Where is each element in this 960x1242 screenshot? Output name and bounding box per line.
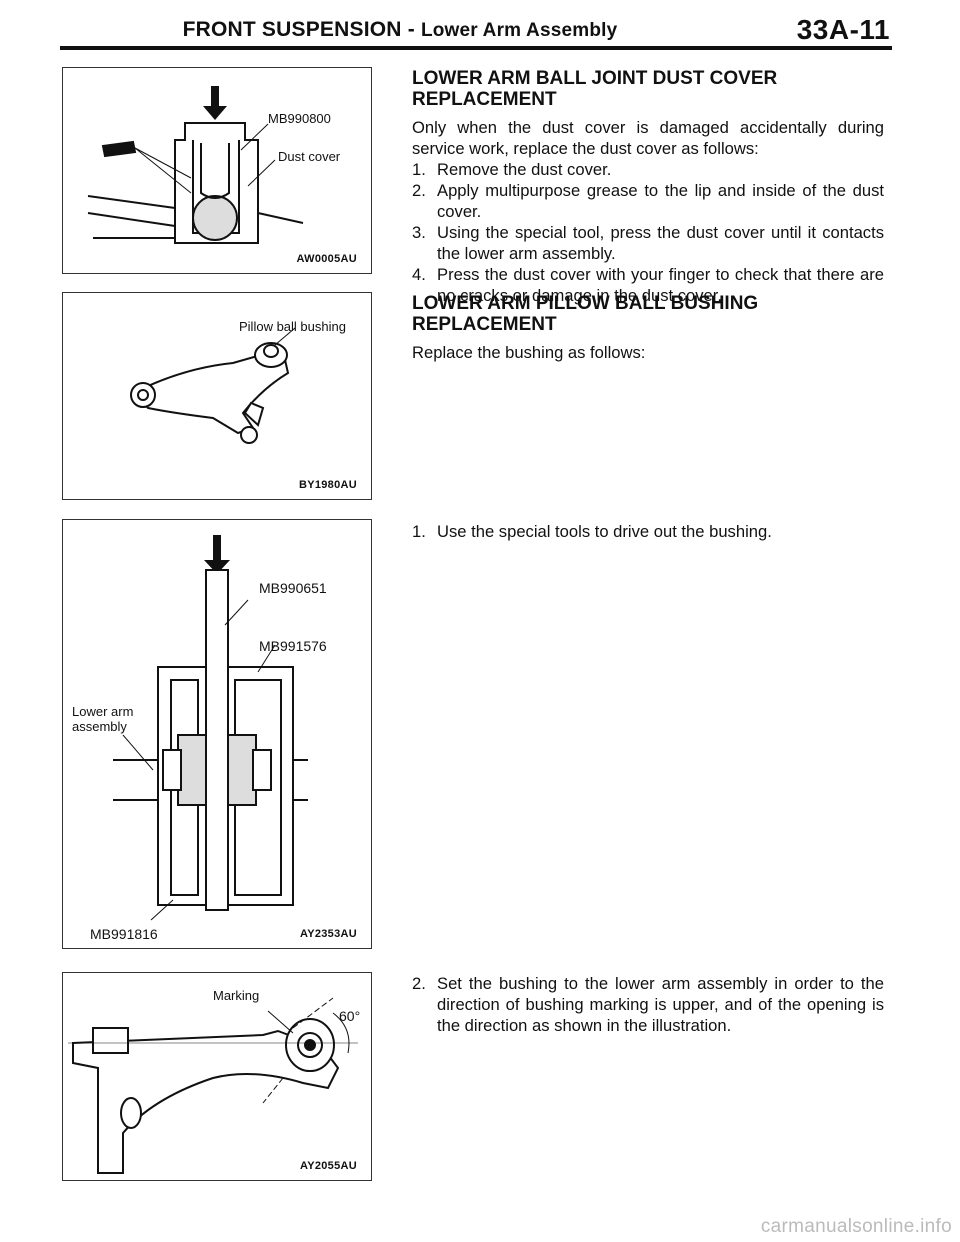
lower-arm-illustration	[130, 327, 296, 444]
section-heading: LOWER ARM PILLOW BALL BUSHING REPLACEMEN…	[412, 293, 759, 335]
list-item: 2.Set the bushing to the lower arm assem…	[412, 974, 884, 1035]
figure-pillow-ball-bushing: Pillow ball bushing BY1980AU	[62, 292, 372, 500]
label-pillow-ball-bushing: Pillow ball bushing	[239, 319, 346, 334]
figure-code: AY2055AU	[299, 1160, 357, 1172]
list-item: 3.Using the special tool, press the dust…	[412, 223, 884, 263]
label-mb991816: MB991816	[90, 926, 158, 942]
label-mb990651: MB990651	[259, 580, 327, 596]
header-separator: -	[407, 18, 415, 41]
dust-cover-illustration	[87, 86, 304, 244]
label-angle-60: 60°	[339, 1008, 361, 1024]
section-heading: LOWER ARM BALL JOINT DUST COVER REPLACEM…	[412, 68, 778, 110]
label-dust-cover: Dust cover	[278, 149, 341, 164]
header-rule	[60, 46, 892, 50]
section-pillow-ball-bushing-replacement: LOWER ARM PILLOW BALL BUSHING REPLACEMEN…	[412, 293, 884, 363]
page-number: 33A-11	[796, 14, 890, 45]
list-item: 1.Use the special tools to drive out the…	[412, 522, 772, 541]
figure-code: AW0005AU	[296, 253, 357, 265]
label-marking: Marking	[213, 988, 260, 1003]
section-title: FRONT SUSPENSION	[182, 18, 402, 41]
header-subtitle: Lower Arm Assembly	[420, 20, 618, 41]
section-intro: Replace the bushing as follows:	[412, 343, 646, 362]
page-header: FRONT SUSPENSION - Lower Arm Assembly 33…	[60, 14, 890, 46]
figure-code: AY2353AU	[299, 928, 357, 940]
special-tools-illustration	[113, 535, 308, 921]
figure-dust-cover: MB990800 Dust cover AW0005AU	[62, 67, 372, 274]
list-item: 1.Remove the dust cover.	[412, 160, 612, 179]
list-item: 2.Apply multipurpose grease to the lip a…	[412, 181, 884, 221]
section-dust-cover-replacement: LOWER ARM BALL JOINT DUST COVER REPLACEM…	[412, 68, 884, 306]
section-set-bushing-step: 2.Set the bushing to the lower arm assem…	[412, 973, 884, 1036]
label-lower-arm-assembly: Lower arm assembly	[72, 704, 134, 734]
section-intro: Only when the dust cover is damaged acci…	[412, 118, 884, 158]
label-mb990800: MB990800	[268, 111, 331, 126]
bushing-direction-illustration	[68, 997, 358, 1174]
label-mb991576: MB991576	[259, 638, 327, 654]
header-title: FRONT SUSPENSION - Lower Arm Assembly	[60, 18, 740, 42]
section-drive-out-step: 1.Use the special tools to drive out the…	[412, 521, 884, 542]
figure-bushing-marking: Marking 60° AY2055AU	[62, 972, 372, 1181]
figure-code: BY1980AU	[298, 479, 357, 491]
watermark: carmanualsonline.info	[760, 1216, 952, 1237]
list-item: 4.Press the dust cover with your finger …	[412, 265, 884, 305]
figure-drive-out-bushing: MB990651 MB991576 Lower arm assembly MB9…	[62, 519, 372, 949]
